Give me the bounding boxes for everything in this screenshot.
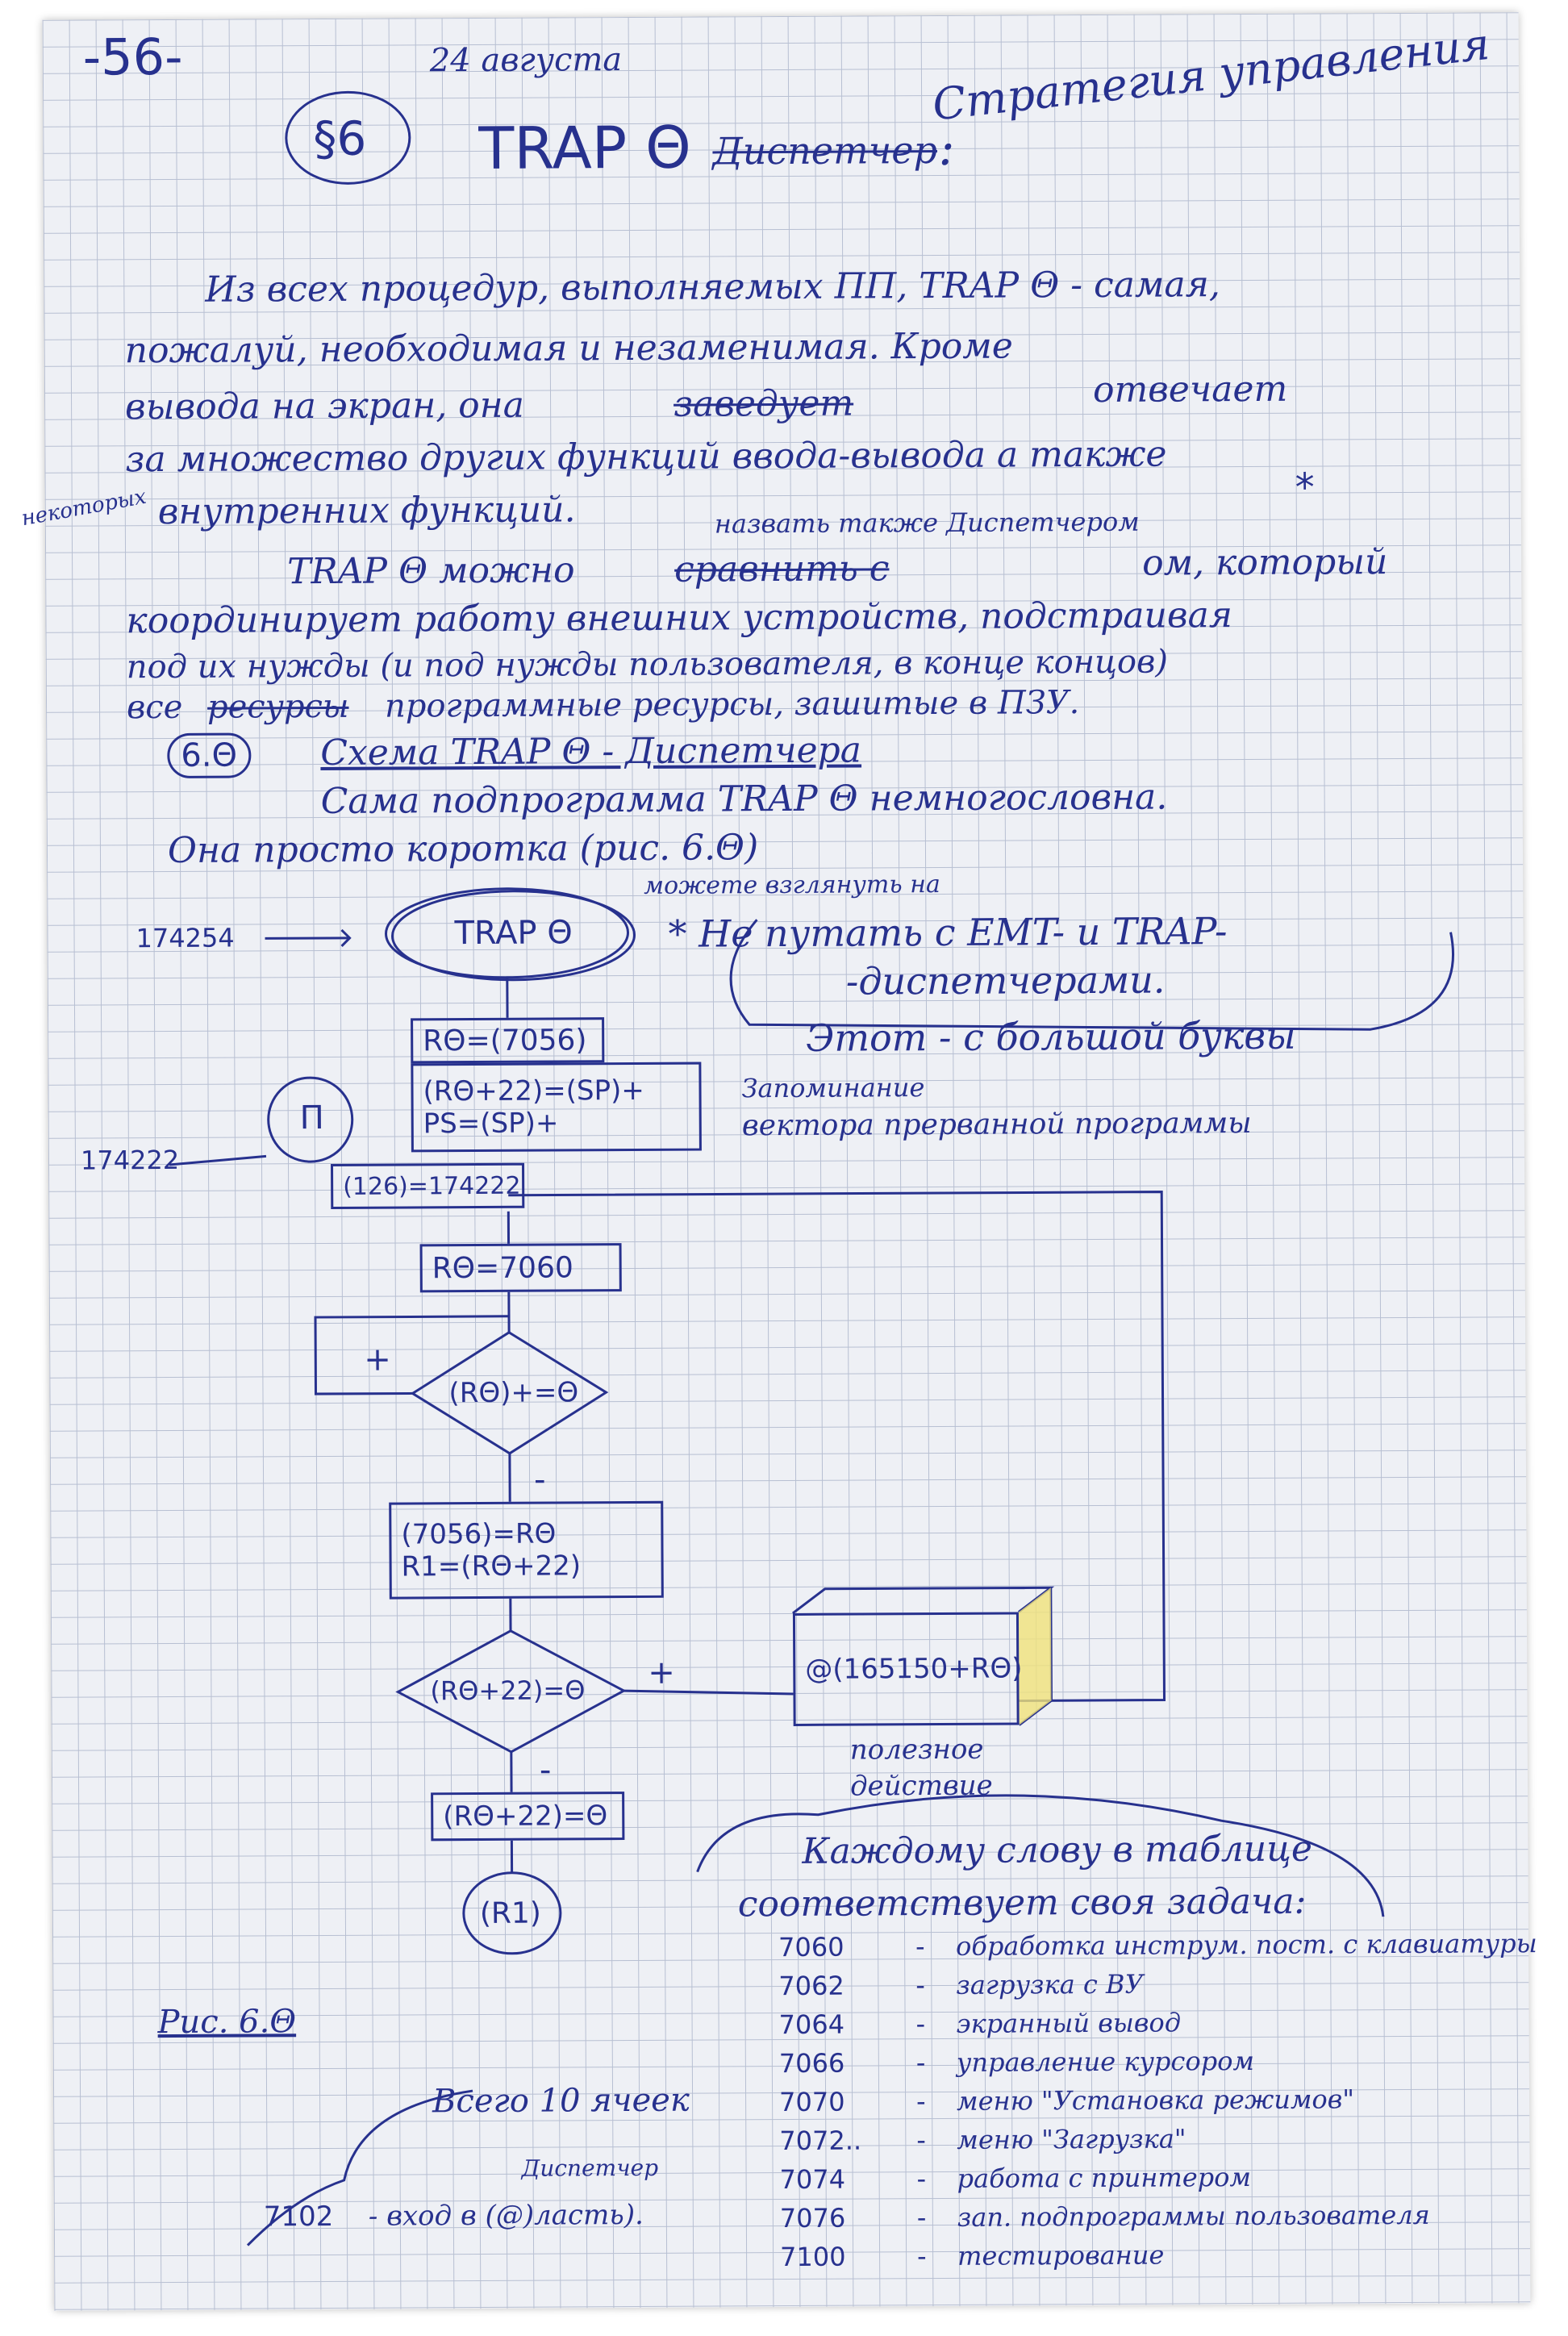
box2-line1: (RΘ+22)=(SP)+ bbox=[423, 1074, 644, 1108]
box5-line2: R1=(RΘ+22) bbox=[401, 1550, 582, 1583]
row-addr: 7076 bbox=[779, 2202, 846, 2234]
comment-line2: вектора прерванной программы bbox=[741, 1106, 1252, 1143]
useful-box-highlight bbox=[1018, 1587, 1052, 1725]
row-dash: - bbox=[915, 1931, 925, 1963]
bottom-word: Диспетчер bbox=[521, 2154, 659, 2182]
box1-label: RΘ=(7056) bbox=[423, 1023, 587, 1057]
start-oval-shadow bbox=[391, 890, 636, 982]
row-addr: 7066 bbox=[778, 2047, 845, 2079]
box5-line1: (7056)=RΘ bbox=[401, 1517, 557, 1551]
cloud-top bbox=[696, 1794, 1385, 1917]
arrow-addr-top-head bbox=[340, 928, 352, 947]
arrow-addr-top bbox=[265, 936, 350, 940]
end-oval bbox=[462, 1871, 562, 1955]
connector-mark: П bbox=[299, 1099, 324, 1137]
addr-top: 174254 bbox=[136, 922, 235, 954]
row-addr: 7062 bbox=[778, 1970, 844, 2002]
table-row: 7070 - меню "Установка режимов" bbox=[779, 2083, 1505, 2125]
table-row: 7064 - экранный вывод bbox=[779, 2005, 1505, 2048]
row-addr: 7070 bbox=[779, 2086, 845, 2118]
minus1: - bbox=[533, 1461, 546, 1499]
row-dash: - bbox=[916, 2125, 927, 2156]
box2: (RΘ+22)=(SP)+ PS=(SP)+ bbox=[411, 1062, 702, 1153]
figure-label: Рис. 6.Θ bbox=[157, 2003, 297, 2042]
row-addr: 7074 bbox=[779, 2163, 846, 2196]
start-label: TRAP Θ bbox=[454, 914, 573, 953]
bottom-addr: 7102 bbox=[263, 2200, 334, 2234]
row-task: управление курсором bbox=[956, 2045, 1255, 2078]
table-row: 7066 - управление курсором bbox=[779, 2044, 1505, 2087]
addr-mid: 174222 bbox=[80, 1144, 180, 1176]
connector-diamond2-useful bbox=[623, 1689, 794, 1696]
loop-back-line bbox=[508, 1191, 1166, 1702]
row-task: зап. подпрограммы пользователя bbox=[957, 2199, 1430, 2233]
row-dash: - bbox=[916, 2086, 926, 2117]
row-addr: 7060 bbox=[778, 1931, 844, 1963]
row-dash: - bbox=[917, 2241, 927, 2272]
box4: RΘ=7060 bbox=[419, 1243, 622, 1293]
table-heading-line2: соответствует своя задача: bbox=[737, 1880, 1307, 1925]
plus2: + bbox=[648, 1654, 675, 1692]
connector-circle bbox=[267, 1076, 354, 1163]
table-row: 7072.. - меню "Загрузка" bbox=[779, 2121, 1505, 2164]
row-task: загрузка с ВУ bbox=[956, 1968, 1144, 2000]
minus2: - bbox=[539, 1751, 552, 1789]
table-row: 7076 - зап. подпрограммы пользователя bbox=[780, 2199, 1506, 2242]
useful-action-box: @(165150+RΘ) bbox=[792, 1612, 1023, 1726]
row-addr: 7064 bbox=[778, 2009, 845, 2041]
row-addr: 7072.. bbox=[779, 2125, 862, 2157]
cloud-bottom-left bbox=[246, 2089, 473, 2246]
box1: RΘ=(7056) bbox=[411, 1017, 605, 1064]
table-row: 7100 - тестирование bbox=[780, 2238, 1506, 2280]
arrow-addr-mid bbox=[169, 1154, 267, 1166]
loop-plus bbox=[314, 1315, 510, 1395]
row-task: меню "Установка режимов" bbox=[957, 2084, 1355, 2117]
row-task: меню "Загрузка" bbox=[957, 2123, 1186, 2155]
row-dash: - bbox=[916, 2163, 927, 2195]
comment-line1: Запоминание bbox=[741, 1072, 925, 1104]
row-task: обработка инструм. пост. с клавиатуры bbox=[955, 1928, 1537, 1962]
row-dash: - bbox=[916, 2202, 927, 2234]
table-row: 7074 - работа с принтером bbox=[780, 2160, 1506, 2203]
table-row: 7060 - обработка инструм. пост. с клавиа… bbox=[778, 1928, 1537, 1971]
box6: (RΘ+22)=Θ bbox=[431, 1792, 625, 1842]
end-label: (R1) bbox=[479, 1896, 541, 1931]
flowchart-lines bbox=[169, 887, 1454, 2246]
box5: (7056)=RΘ R1=(RΘ+22) bbox=[389, 1500, 664, 1600]
box4-label: RΘ=7060 bbox=[432, 1250, 573, 1285]
notebook-page: -56- 24 августа §6 TRAP Θ Диспетчер : Ст… bbox=[19, 12, 1537, 2311]
plus1: + bbox=[364, 1341, 391, 1379]
useful-box-top bbox=[792, 1586, 1055, 1615]
table-heading-line1: Каждому слову в таблице bbox=[802, 1828, 1313, 1872]
row-dash: - bbox=[915, 1970, 925, 2001]
bottom-text: - вход в (@)ласть). bbox=[368, 2198, 644, 2233]
useful-action-label: @(165150+RΘ) bbox=[805, 1652, 1023, 1686]
box3-label: (126)=174222 bbox=[343, 1171, 521, 1201]
row-dash: - bbox=[915, 2009, 926, 2040]
row-task: экранный вывод bbox=[956, 2007, 1182, 2039]
useful-line2: действие bbox=[849, 1769, 993, 1803]
box3: (126)=174222 bbox=[331, 1162, 525, 1209]
row-task: работа с принтером bbox=[957, 2162, 1252, 2194]
diamond1-label: (RΘ)+=Θ bbox=[448, 1376, 579, 1410]
note-bracket bbox=[729, 919, 1454, 1031]
useful-line1: полезное bbox=[849, 1733, 984, 1767]
diamond2-label: (RΘ+22)=Θ bbox=[430, 1675, 586, 1707]
table-rows: 7060 - обработка инструм. пост. с клавиа… bbox=[778, 1928, 1537, 2280]
row-dash: - bbox=[915, 2047, 926, 2079]
cells-note: Всего 10 ячеек bbox=[432, 2081, 690, 2121]
table-row: 7062 - загрузка с ВУ bbox=[778, 1967, 1504, 2009]
row-task: тестирование bbox=[957, 2239, 1165, 2271]
box2-line2: PS=(SP)+ bbox=[423, 1107, 559, 1141]
box6-label: (RΘ+22)=Θ bbox=[443, 1800, 608, 1833]
row-addr: 7100 bbox=[780, 2241, 846, 2273]
